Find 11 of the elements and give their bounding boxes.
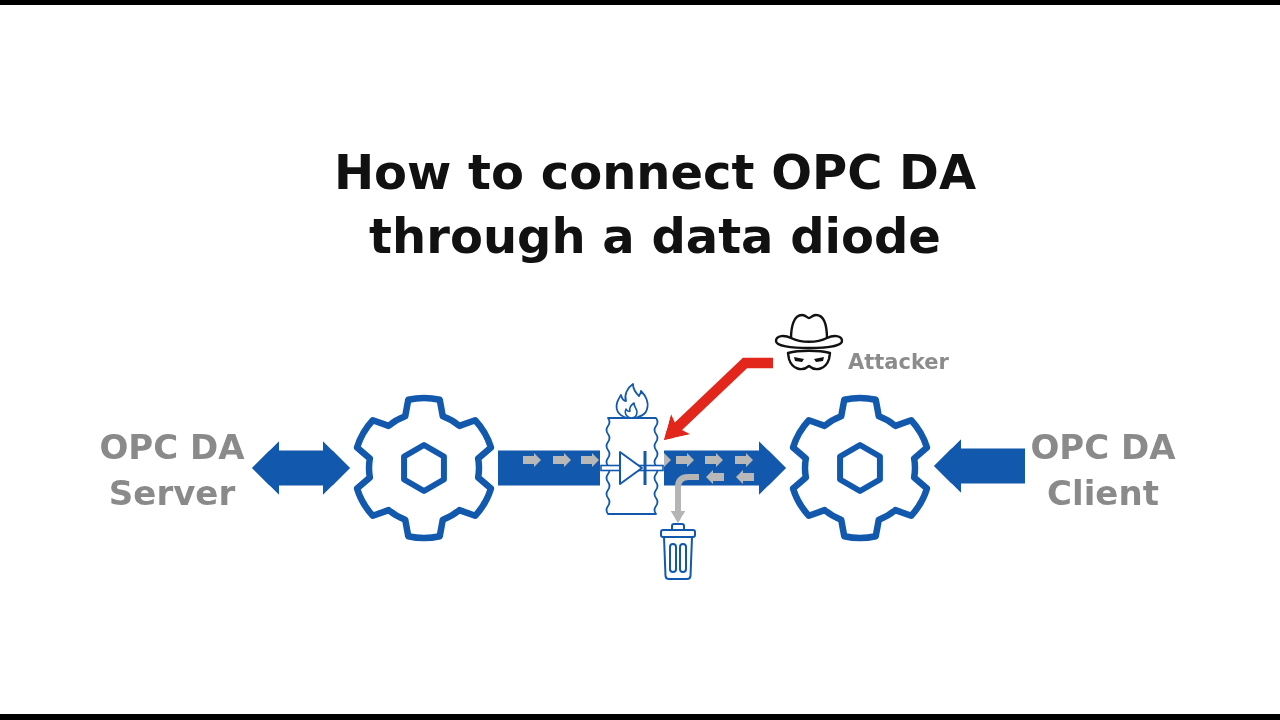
node-caption: Attacker: [848, 349, 949, 375]
arrow: [670, 474, 699, 523]
title: How to connect OPC DA through a data diode: [332, 143, 978, 266]
block-arrow: [934, 439, 1025, 493]
data-diode-drawing: [600, 382, 664, 518]
node-label: OPC DA Server: [92, 424, 252, 516]
double-arrow: [252, 441, 350, 495]
trash-icon: [659, 523, 697, 580]
node-label: OPC DA Client: [1025, 424, 1181, 516]
connector-bar: [498, 450, 600, 486]
block-arrow: [664, 441, 786, 495]
